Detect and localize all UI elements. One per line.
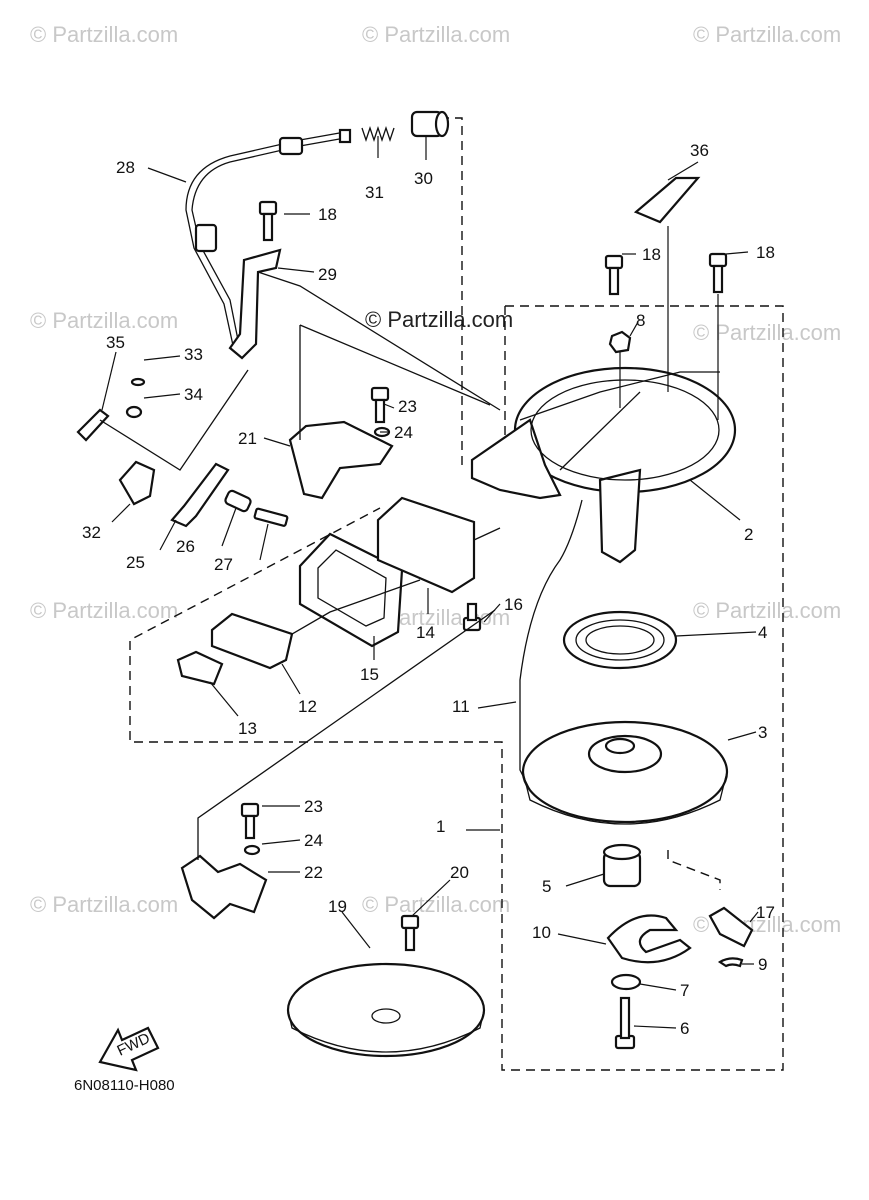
spring <box>361 125 395 143</box>
callout-18: 18 <box>318 205 337 224</box>
callout-31: 31 <box>365 183 384 202</box>
leader-lines <box>101 136 759 1029</box>
assembly-boundaries <box>129 117 784 1071</box>
callout-32: 32 <box>82 523 101 542</box>
handle-seal <box>298 532 404 648</box>
knob <box>410 110 450 138</box>
callout-9: 9 <box>758 955 767 974</box>
lever-bracket <box>288 324 491 500</box>
starter-cover <box>286 962 486 1058</box>
callout-20: 20 <box>450 863 469 882</box>
bolt-16 <box>462 602 482 632</box>
bolt-23-upper <box>370 386 391 438</box>
callout-26: 26 <box>176 537 195 556</box>
callout-labels: 28 18 31 30 29 36 18 18 8 35 33 34 23 24… <box>82 141 775 1038</box>
callout-22: 22 <box>304 863 323 882</box>
callout-25: 25 <box>126 553 145 572</box>
bolt-23-lower <box>240 802 261 856</box>
rope-guide <box>376 496 501 594</box>
callout-18: 18 <box>756 243 775 262</box>
nut <box>608 330 632 408</box>
callout-1: 1 <box>436 817 445 836</box>
choke-cable <box>185 128 352 351</box>
callout-10: 10 <box>532 923 551 942</box>
drive-pawl <box>602 843 642 888</box>
watermark: © Partzilla.com <box>30 598 178 623</box>
callout-35: 35 <box>106 333 125 352</box>
callout-11: 11 <box>452 697 470 716</box>
callout-2: 2 <box>744 525 753 544</box>
callout-13: 13 <box>238 719 257 738</box>
diagram-code: 6N08110-H080 <box>74 1077 175 1094</box>
watermark: © Partzilla.com <box>693 598 841 623</box>
callout-28: 28 <box>116 158 135 177</box>
circlip <box>717 957 744 968</box>
bolt <box>258 200 278 242</box>
callout-30: 30 <box>414 169 433 188</box>
watermark: © Partzilla.com <box>693 320 841 345</box>
handle-insert <box>176 650 224 686</box>
pulley-bolt <box>614 996 636 1050</box>
callout-36: 36 <box>690 141 709 160</box>
callout-7: 7 <box>680 981 689 1000</box>
watermark-center: © Partzilla.com <box>365 307 513 332</box>
pawl <box>708 906 754 948</box>
callout-3: 3 <box>758 723 767 742</box>
watermark: © Partzilla.com <box>362 22 510 47</box>
callout-27: 27 <box>214 555 233 574</box>
callout-6: 6 <box>680 1019 689 1038</box>
watermark: © Partzilla.com <box>693 22 841 47</box>
callout-34: 34 <box>184 385 203 404</box>
friction-spring <box>606 914 692 964</box>
linkage <box>76 369 289 528</box>
callout-14: 14 <box>416 623 435 642</box>
forward-arrow-icon: FWD <box>98 1026 160 1072</box>
bolt-18 <box>708 252 728 420</box>
watermark: © Partzilla.com <box>30 892 178 917</box>
callout-29: 29 <box>318 265 337 284</box>
callout-18: 18 <box>642 245 661 264</box>
callout-24: 24 <box>394 423 413 442</box>
starter-rope <box>519 499 583 791</box>
watermark: © Partzilla.com <box>362 892 510 917</box>
callout-15: 15 <box>360 665 379 684</box>
callout-5: 5 <box>542 877 551 896</box>
washer <box>610 973 642 991</box>
callout-12: 12 <box>298 697 317 716</box>
callout-24: 24 <box>304 831 323 850</box>
cable-bracket <box>228 248 501 411</box>
callout-16: 16 <box>504 595 523 614</box>
callout-19: 19 <box>328 897 347 916</box>
callout-33: 33 <box>184 345 203 364</box>
callout-8: 8 <box>636 311 645 330</box>
bolt-20 <box>400 914 420 952</box>
callout-21: 21 <box>238 429 257 448</box>
starter-housing <box>470 366 737 564</box>
starter-handle <box>210 579 421 670</box>
bolt-18 <box>604 254 624 296</box>
recoil-spring <box>562 610 678 670</box>
decal <box>633 176 701 392</box>
watermark: © Partzilla.com <box>30 22 178 47</box>
starter-bracket <box>180 609 496 920</box>
rope-pulley <box>521 720 729 825</box>
callout-4: 4 <box>758 623 767 642</box>
callout-23: 23 <box>304 797 323 816</box>
callout-23: 23 <box>398 397 417 416</box>
callout-17: 17 <box>756 903 775 922</box>
watermark: © Partzilla.com <box>30 308 178 333</box>
